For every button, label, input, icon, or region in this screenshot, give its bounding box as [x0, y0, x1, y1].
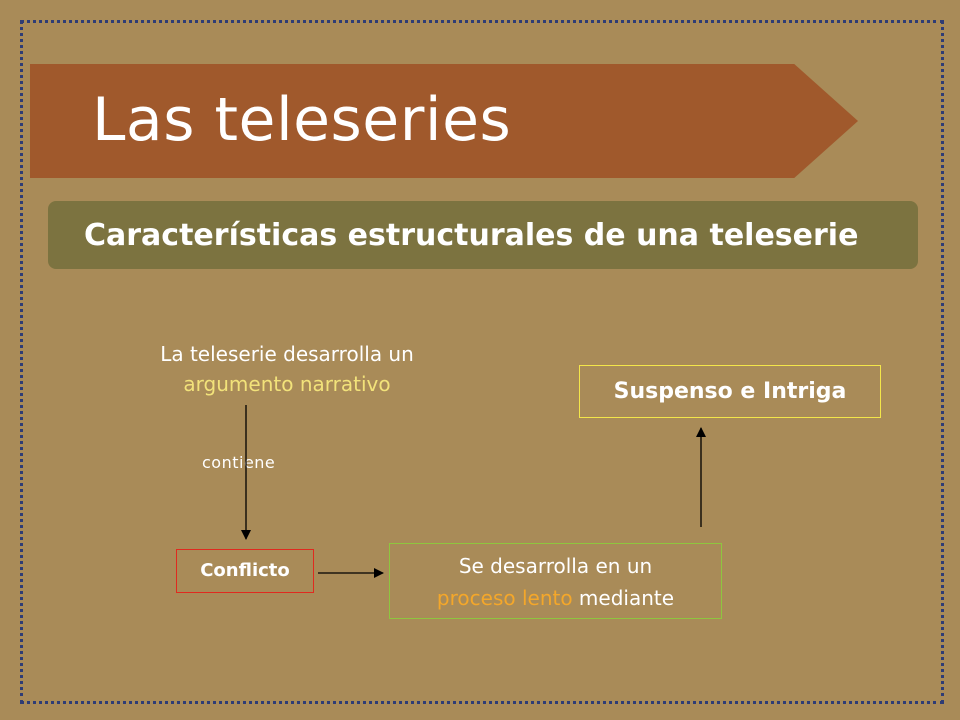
- edge-label-contiene: contiene: [202, 453, 276, 472]
- slide-title: Las teleseries: [92, 85, 512, 155]
- process-node-line1: Se desarrolla en un: [458, 554, 653, 578]
- title-banner: [30, 64, 858, 178]
- process-node-highlight: proceso lento: [436, 586, 573, 610]
- argument-node-line1: La teleserie desarrolla un: [160, 342, 414, 366]
- argument-node: La teleserie desarrolla un argumento nar…: [112, 339, 462, 399]
- subtitle-bar: [48, 201, 918, 269]
- slide-subtitle: Características estructurales de una tel…: [84, 218, 859, 253]
- conflict-node: Conflicto: [176, 549, 314, 593]
- process-node: Se desarrolla en un proceso lento median…: [389, 543, 722, 619]
- suspense-node: Suspenso e Intriga: [579, 365, 881, 418]
- process-node-line2: proceso lento mediante: [390, 582, 721, 614]
- process-node-rest: mediante: [572, 586, 675, 610]
- argument-node-highlight: argumento narrativo: [183, 372, 391, 396]
- dotted-frame: [20, 20, 944, 704]
